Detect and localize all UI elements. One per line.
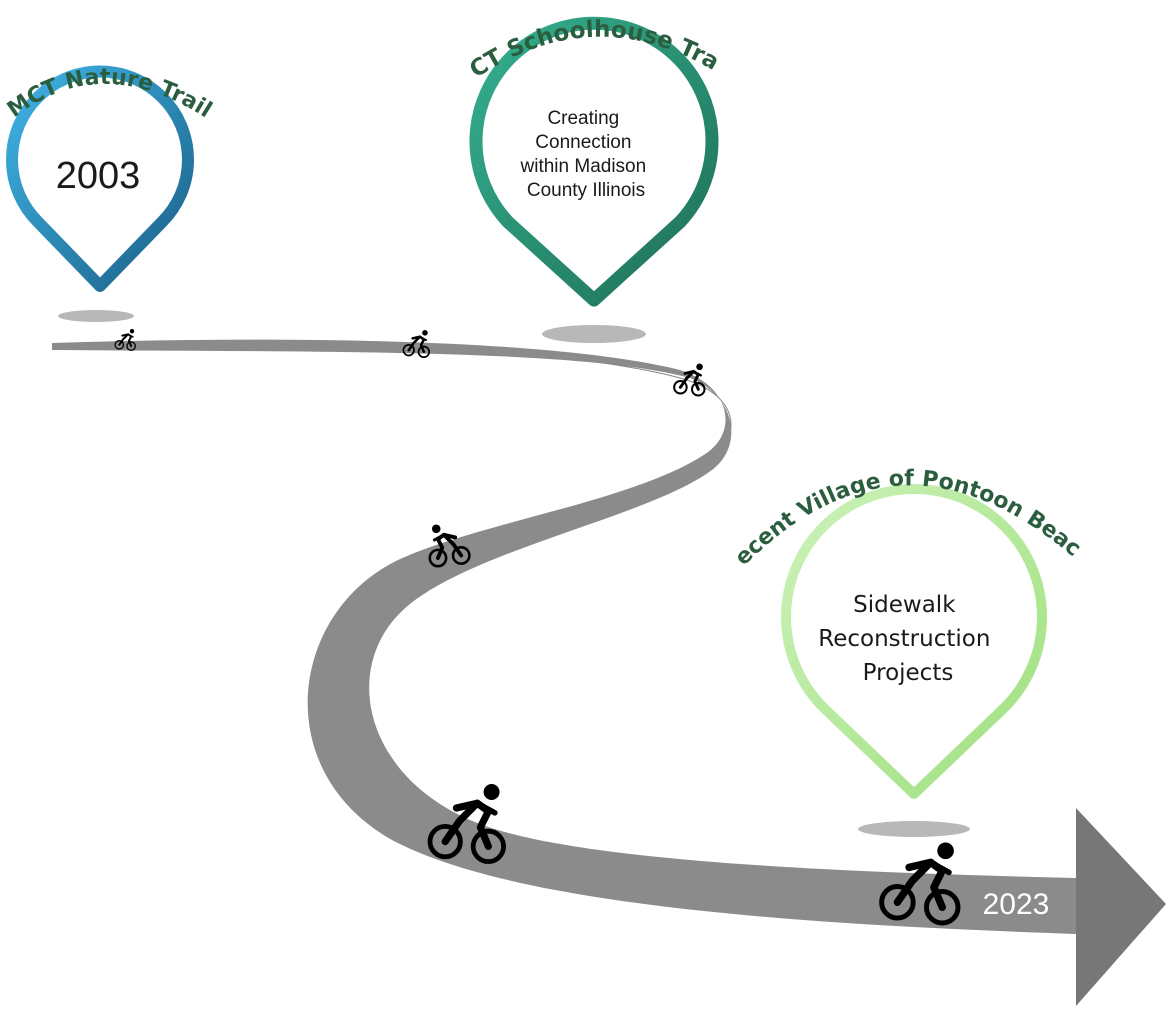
location-pin-icon	[469, 16, 719, 307]
milestone-pin-1: 2003 MCT Nature Trail	[3, 65, 216, 292]
timeline-end-year: 2023	[983, 888, 1050, 921]
pin-shadow	[58, 310, 134, 322]
arrow-head-icon	[1076, 808, 1166, 1006]
pin-shadow	[542, 325, 646, 343]
pin-shadow	[858, 821, 970, 837]
milestone-year: 2003	[56, 155, 141, 197]
milestone-body: Creating Connection within Madison Count…	[520, 108, 652, 201]
location-pin-icon	[6, 65, 194, 292]
location-pin-icon	[781, 484, 1047, 799]
milestone-body: Sidewalk Reconstruction Projects	[818, 592, 997, 686]
